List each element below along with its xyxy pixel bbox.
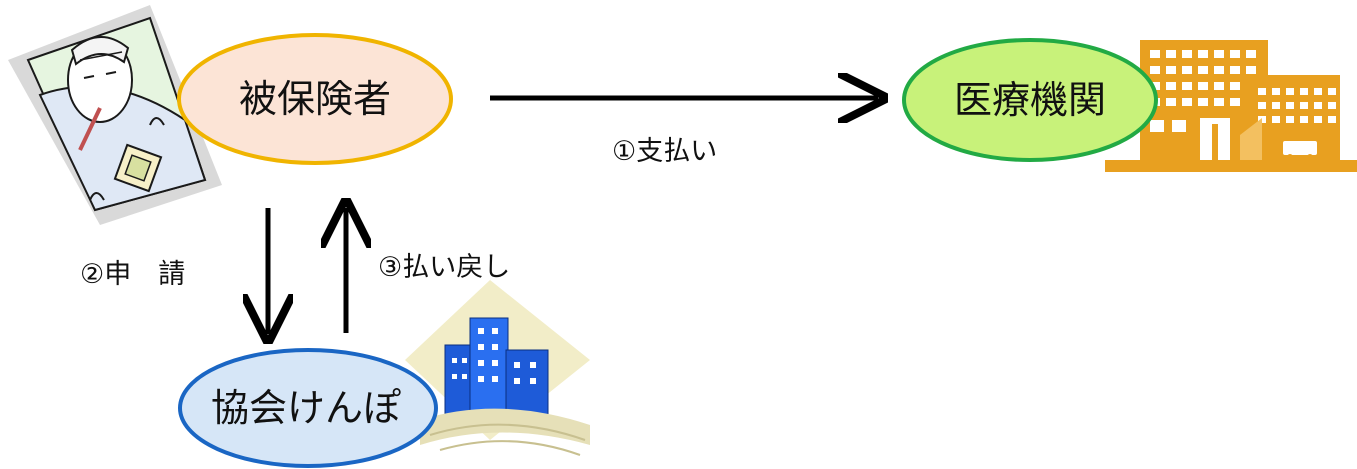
node-medical-label: 医療機関 — [954, 78, 1106, 122]
office-building-icon — [405, 280, 590, 456]
node-association: 協会けんぽ — [178, 348, 438, 468]
sick-person-icon — [8, 5, 222, 225]
edge-label-application: ②申 請 — [80, 259, 185, 290]
edge-label-refund: ③払い戻し — [378, 252, 510, 283]
node-association-label: 協会けんぽ — [211, 386, 401, 430]
hospital-building-icon — [1105, 40, 1357, 172]
edge-label-payment: ①支払い — [612, 136, 717, 167]
node-medical: 医療機関 — [902, 38, 1158, 162]
node-insured: 被保険者 — [177, 33, 453, 165]
node-insured-label: 被保険者 — [239, 77, 391, 121]
